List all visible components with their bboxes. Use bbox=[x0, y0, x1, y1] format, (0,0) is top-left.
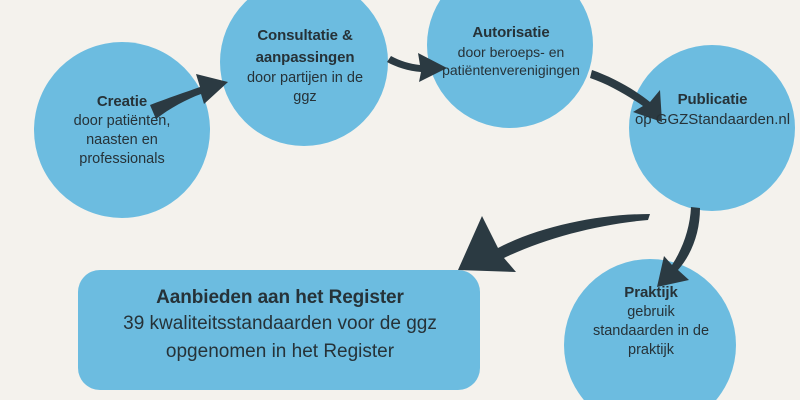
arrow-consultatie-to-autorisatie bbox=[387, 53, 447, 82]
node-creatie[interactable] bbox=[34, 42, 210, 218]
node-publicatie[interactable] bbox=[629, 45, 795, 211]
arrow-autorisatie-to-publicatie bbox=[590, 70, 662, 122]
arrow-praktijk-to-register bbox=[458, 214, 650, 272]
node-autorisatie[interactable] bbox=[427, 0, 593, 128]
arrow-publicatie-to-praktijk bbox=[657, 207, 700, 287]
node-register[interactable] bbox=[78, 270, 480, 390]
node-praktijk[interactable] bbox=[564, 259, 736, 400]
node-consultatie[interactable] bbox=[220, 0, 388, 146]
arrow-creatie-to-consultatie bbox=[150, 74, 228, 119]
